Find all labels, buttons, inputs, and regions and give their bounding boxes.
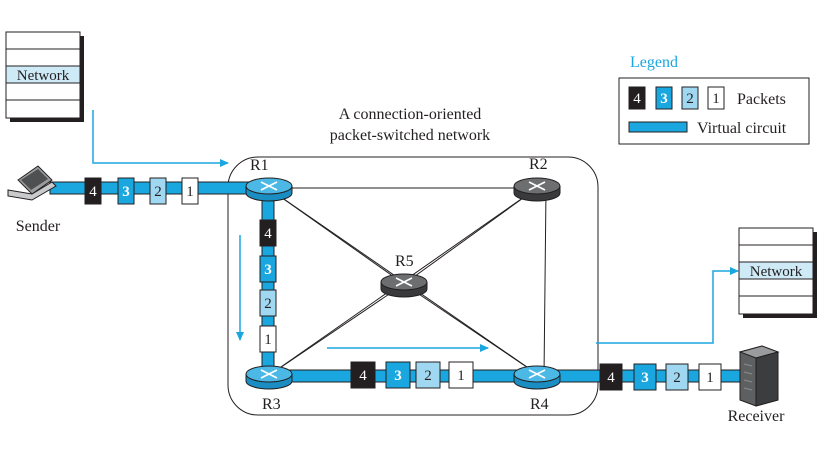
packet-3-label: 3: [122, 184, 130, 200]
legend-packet-1: [707, 86, 725, 110]
legend-packet-3: [655, 86, 673, 110]
packet-2-label: 2: [673, 370, 681, 386]
packet-3: [633, 363, 657, 391]
packet-4-label: 4: [89, 184, 97, 200]
packet-group-receiver: 4 3 2 1: [599, 363, 722, 391]
network-title-line2: packet-switched network: [330, 127, 490, 144]
packet-4: [259, 219, 277, 247]
sender-network-layer: [5, 65, 81, 84]
router-r1-label: R1: [250, 157, 269, 174]
receiver-protocol-stack: Network: [738, 227, 817, 318]
packet-4: [599, 363, 623, 391]
packet-2: [415, 361, 441, 389]
legend-circuit-swatch: [628, 121, 688, 133]
network-title-line1: A connection-oriented: [339, 106, 482, 123]
packet-group-r1-r3: 4 3 2 1: [259, 219, 277, 353]
router-r3: R3: [245, 365, 293, 413]
packet-2-label: 2: [154, 184, 162, 200]
packet-2: [149, 177, 167, 205]
packet-group-r3-r4: 4 3 2 1: [350, 361, 474, 389]
packet-3: [117, 177, 135, 205]
packet-2: [665, 363, 689, 391]
packet-1: [181, 177, 199, 205]
legend: Legend 4 3 2 1 Packets Virtual circuit: [618, 54, 810, 145]
packet-4: [84, 177, 102, 205]
legend-packet-3-label: 3: [660, 91, 668, 107]
packet-4: [350, 361, 376, 389]
packet-3-label: 3: [264, 262, 272, 278]
sender-flow-arrow: [92, 110, 229, 167]
sender-network-layer-label: Network: [17, 68, 70, 84]
server-icon: [738, 345, 780, 407]
legend-packet-1-label: 1: [712, 91, 720, 107]
packet-4-label: 4: [264, 226, 272, 242]
legend-packet-4: [628, 86, 646, 110]
router-r3-label: R3: [262, 396, 281, 413]
receiver-label: Receiver: [728, 408, 786, 425]
router-r5: R5: [380, 253, 428, 298]
packet-4-label: 4: [359, 368, 367, 384]
legend-packets-label: Packets: [737, 91, 786, 108]
router-r1: R1: [245, 157, 293, 202]
packet-3-label: 3: [641, 370, 649, 386]
packet-2-label: 2: [264, 296, 272, 312]
packet-group-sender: 4 3 2 1: [84, 177, 199, 205]
packet-3-label: 3: [394, 368, 402, 384]
sender-label: Sender: [16, 218, 61, 235]
packet-1-label: 1: [264, 332, 272, 348]
legend-circuit-label: Virtual circuit: [697, 120, 787, 137]
sender-protocol-stack: Network: [5, 31, 84, 122]
link-r2-r4: [543, 189, 547, 377]
legend-packet-4-label: 4: [633, 91, 641, 107]
packet-1-label: 1: [457, 368, 465, 384]
packet-2-label: 2: [424, 368, 432, 384]
router-r4: R4: [513, 365, 561, 413]
receiver-network-layer-label: Network: [750, 264, 803, 280]
router-r2-label: R2: [529, 156, 548, 173]
packet-2: [259, 289, 277, 317]
router-r4-label: R4: [530, 396, 549, 413]
router-r5-label: R5: [395, 253, 414, 270]
router-r2: R2: [513, 156, 561, 202]
packet-4-label: 4: [607, 370, 615, 386]
receiver-network-layer: [738, 261, 814, 280]
packet-3: [385, 361, 411, 389]
laptop-icon: [7, 165, 57, 201]
legend-packet-2: [681, 86, 699, 110]
packet-1-label: 1: [706, 370, 714, 386]
legend-packet-2-label: 2: [686, 91, 694, 107]
packet-1-label: 1: [186, 184, 194, 200]
legend-title: Legend: [630, 54, 678, 71]
packet-3: [259, 255, 277, 283]
packet-1: [448, 361, 474, 389]
network-boundary: [227, 156, 599, 416]
receiver-flow-arrow: [596, 267, 739, 344]
packet-1: [259, 325, 277, 353]
packet-1: [698, 363, 722, 391]
